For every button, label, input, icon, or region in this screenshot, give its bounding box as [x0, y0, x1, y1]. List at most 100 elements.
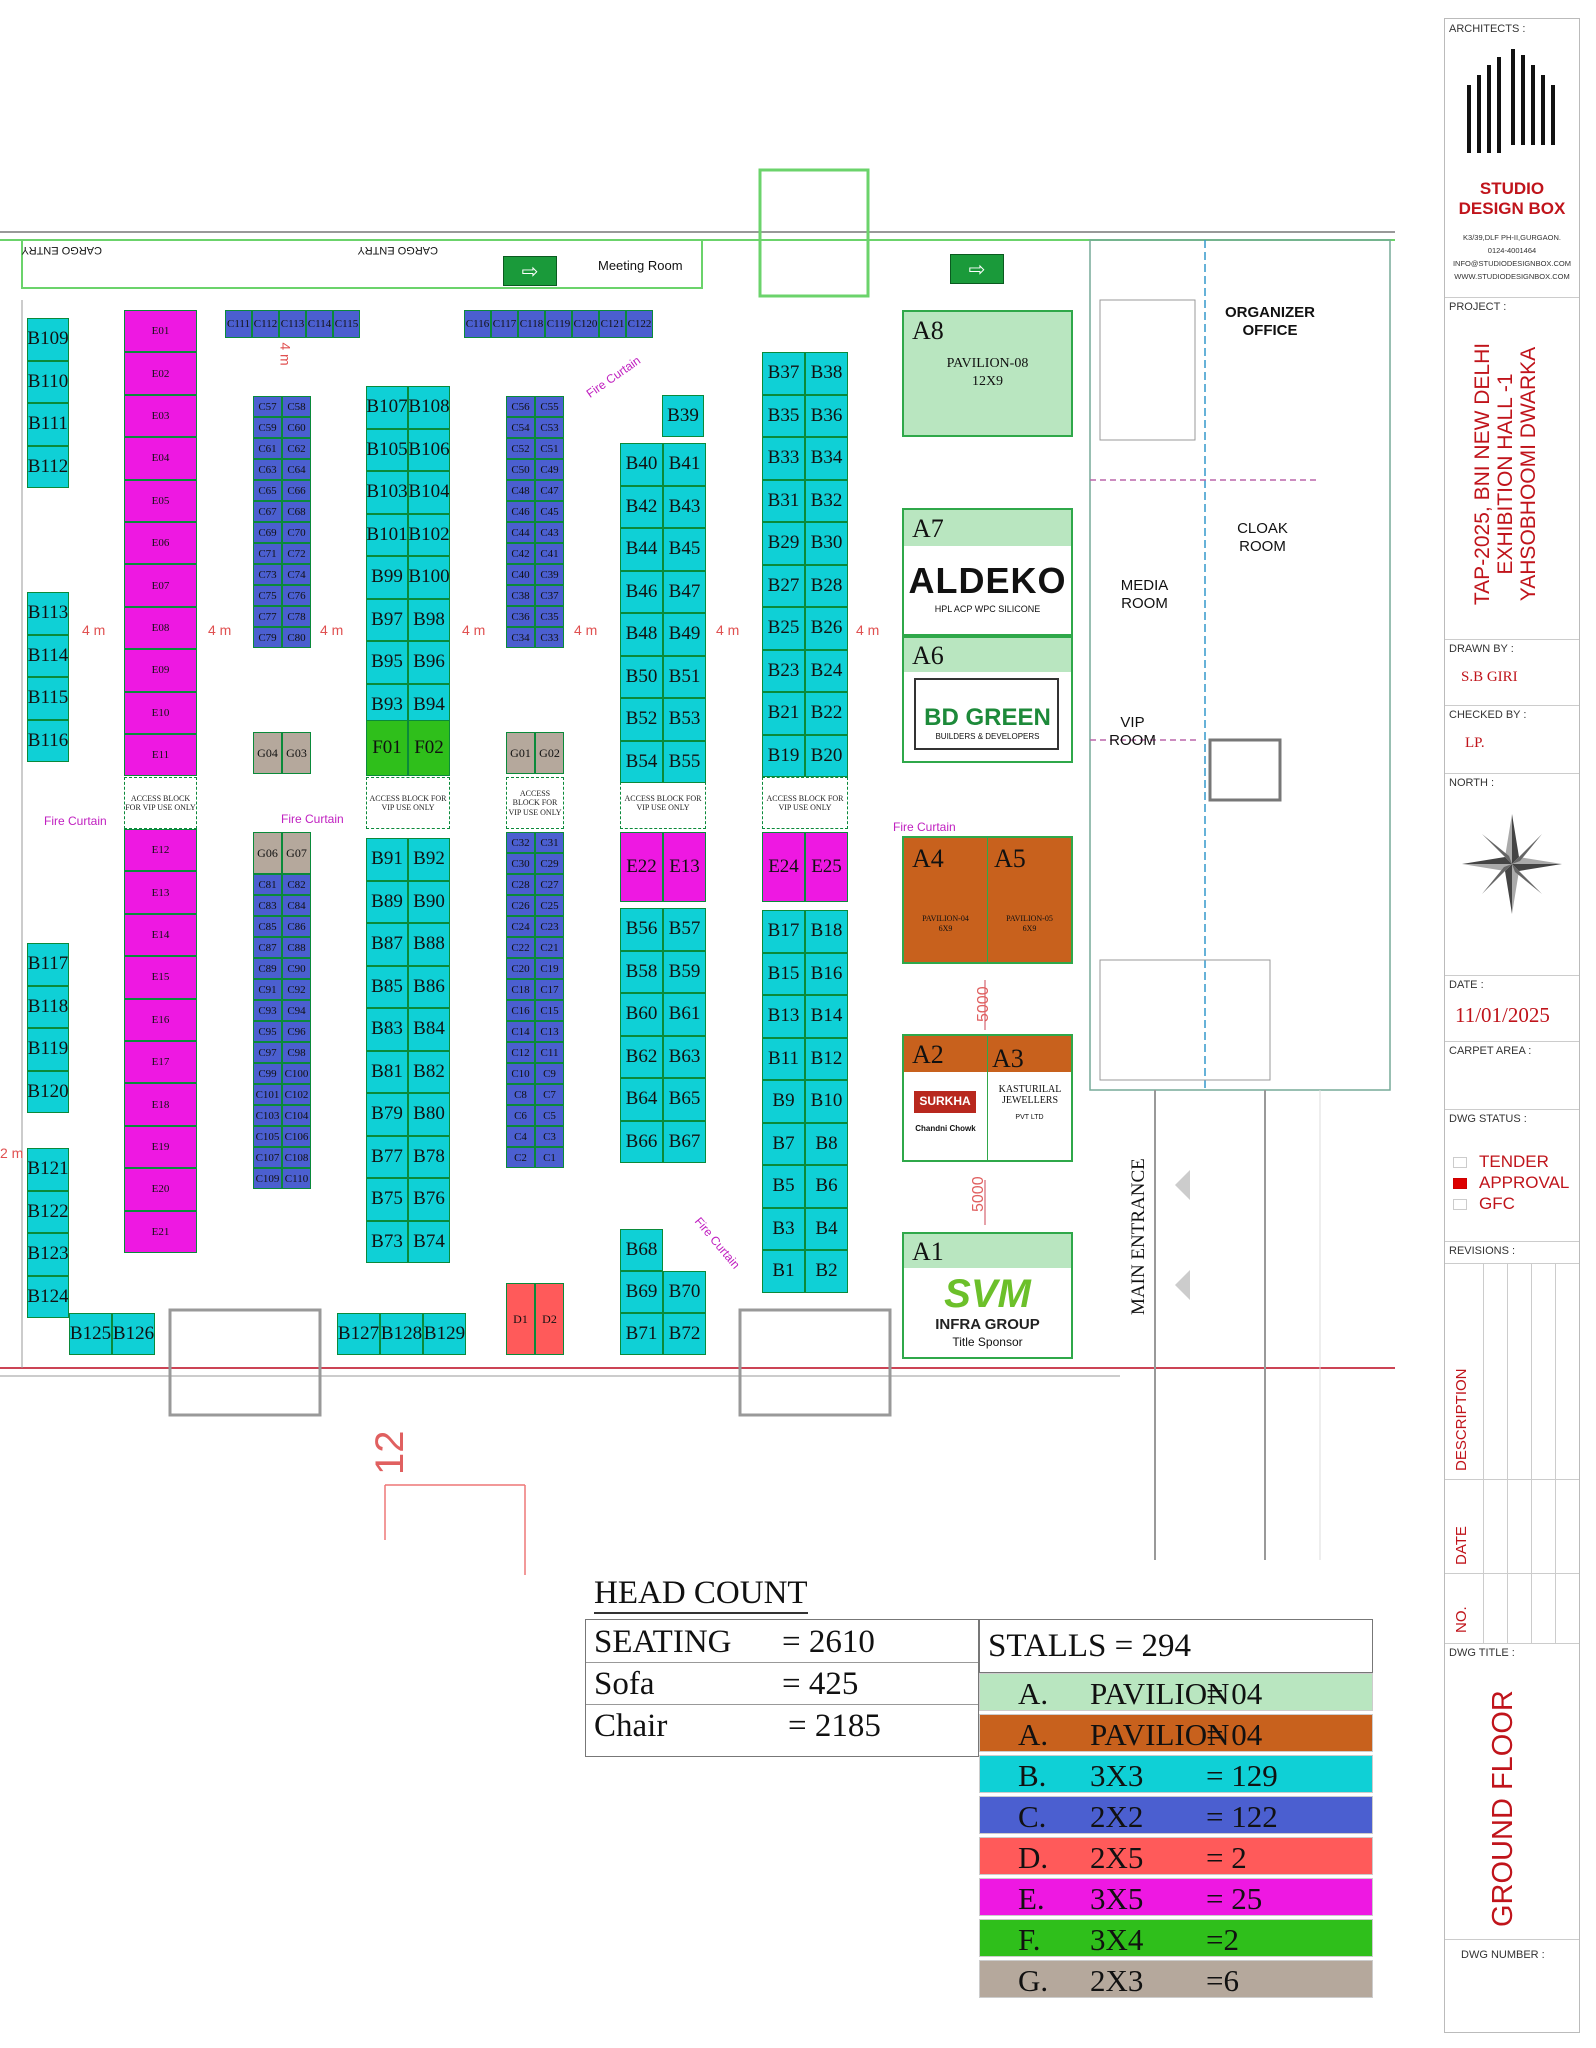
rev-col-date: DATE — [1453, 1526, 1470, 1565]
stall-b48: B48 — [620, 613, 663, 656]
stall-c70: C70 — [282, 522, 311, 543]
stall-b87: B87 — [366, 923, 408, 966]
stall-g01: G01 — [506, 732, 535, 774]
stall-b97: B97 — [366, 598, 408, 641]
stall-c63: C63 — [253, 459, 282, 480]
stall-b24: B24 — [805, 649, 848, 692]
pavilion-a1-id: A1 — [912, 1237, 944, 1266]
stall-c120: C120 — [572, 310, 599, 338]
kasturilal-tagline: PVT LTD — [1015, 1114, 1044, 1121]
stall-b129: B129 — [423, 1313, 466, 1355]
stall-c24: C24 — [506, 916, 535, 937]
stall-b15: B15 — [762, 952, 805, 995]
stall-c99: C99 — [253, 1063, 282, 1084]
stall-b107: B107 — [366, 386, 408, 429]
stall-c117: C117 — [491, 310, 518, 338]
dwg-number-label: DWG NUMBER : — [1461, 1949, 1545, 1961]
stall-b71: B71 — [620, 1313, 663, 1355]
firm-phone: 0124-4001464 — [1487, 246, 1537, 255]
stall-e07: E07 — [124, 564, 197, 607]
stall-c76: C76 — [282, 585, 311, 606]
stall-b11: B11 — [762, 1037, 805, 1080]
stall-e16: E16 — [124, 998, 197, 1041]
stall-b43: B43 — [663, 485, 706, 528]
cloak-room-label: CLOAK ROOM — [1237, 520, 1288, 555]
headcount-seating-value: = 2610 — [782, 1624, 875, 1660]
stall-e09: E09 — [124, 649, 197, 692]
project-label: PROJECT : — [1449, 301, 1507, 313]
stall-b115: B115 — [27, 677, 69, 720]
stall-b83: B83 — [366, 1008, 408, 1051]
kasturilal-logo: KASTURILAL JEWELLERS — [998, 1084, 1062, 1106]
stall-summary-type: PAVILION — [1090, 1717, 1230, 1752]
pavilion-a4-size: 6X9 — [938, 924, 953, 933]
stall-summary-value: = 04 — [1206, 1717, 1263, 1752]
stall-c61: C61 — [253, 438, 282, 459]
aisle-width-5: 4 m — [574, 622, 598, 638]
stall-b38: B38 — [805, 352, 848, 395]
rev-col-description: DESCRIPTION — [1453, 1368, 1470, 1471]
stall-b92: B92 — [408, 838, 450, 881]
stall-c29: C29 — [535, 853, 564, 874]
pavilion-a4-title: PAVILION-04 — [922, 914, 969, 923]
stall-b127: B127 — [337, 1313, 380, 1355]
stall-c14: C14 — [506, 1021, 535, 1042]
stall-c110: C110 — [282, 1168, 311, 1189]
stall-c22: C22 — [506, 937, 535, 958]
stall-c27: C27 — [535, 874, 564, 895]
stall-summary-value: = 122 — [1206, 1799, 1278, 1834]
pavilion-a6: A6 BD GREEN BUILDERS & DEVELOPERS — [902, 636, 1073, 763]
stall-e06: E06 — [124, 522, 197, 565]
stall-b16: B16 — [805, 952, 848, 995]
stall-c104: C104 — [282, 1105, 311, 1126]
stall-b30: B30 — [805, 522, 848, 565]
svm-sponsor: Title Sponsor — [952, 1335, 1023, 1349]
stall-summary-value: = 2 — [1206, 1840, 1247, 1875]
stall-b106: B106 — [408, 428, 450, 471]
stall-c11: C11 — [535, 1042, 564, 1063]
stall-c109: C109 — [253, 1168, 282, 1189]
stall-b102: B102 — [408, 513, 450, 556]
stall-summary-value: =2 — [1206, 1922, 1239, 1957]
pavilion-a7-id: A7 — [912, 514, 944, 543]
stall-b3: B3 — [762, 1207, 805, 1250]
stall-c30: C30 — [506, 853, 535, 874]
stall-c80: C80 — [282, 627, 311, 648]
stall-b19: B19 — [762, 734, 805, 777]
stall-c64: C64 — [282, 459, 311, 480]
stall-c77: C77 — [253, 606, 282, 627]
project-name: TAP-2025, BNI NEW DELHI EXHIBITION HALL … — [1471, 342, 1541, 606]
stall-b113: B113 — [27, 592, 69, 635]
meeting-room-label: Meeting Room — [598, 258, 683, 273]
checked-by-value: LP. — [1465, 735, 1485, 751]
stall-c85: C85 — [253, 916, 282, 937]
stall-summary-row: B.3X3= 129 — [979, 1755, 1373, 1793]
stall-b12: B12 — [805, 1037, 848, 1080]
stall-c7: C7 — [535, 1084, 564, 1105]
stall-e01: E01 — [124, 310, 197, 353]
stall-c108: C108 — [282, 1147, 311, 1168]
stall-c84: C84 — [282, 895, 311, 916]
stall-b23: B23 — [762, 649, 805, 692]
stall-c111: C111 — [225, 310, 252, 338]
stall-c116: C116 — [464, 310, 491, 338]
stall-b73: B73 — [366, 1220, 408, 1263]
stall-g07: G07 — [282, 832, 311, 874]
stall-c65: C65 — [253, 480, 282, 501]
stall-summary-value: =6 — [1206, 1963, 1239, 1998]
stall-g02: G02 — [535, 732, 564, 774]
stall-e14: E14 — [124, 913, 197, 957]
stall-c17: C17 — [535, 979, 564, 1000]
stall-c56: C56 — [506, 396, 535, 417]
stall-c86: C86 — [282, 916, 311, 937]
stall-b125: B125 — [69, 1313, 112, 1355]
stall-b101: B101 — [366, 513, 408, 556]
stall-c13: C13 — [535, 1021, 564, 1042]
stall-b110: B110 — [27, 360, 69, 403]
dimension-5000-1: 5000 — [975, 986, 992, 1022]
stall-b27: B27 — [762, 564, 805, 607]
aldeko-logo: ALDEKO — [908, 560, 1067, 601]
studio-logo-icon — [1467, 49, 1555, 153]
stall-b54: B54 — [620, 740, 663, 783]
stall-e10: E10 — [124, 691, 197, 734]
